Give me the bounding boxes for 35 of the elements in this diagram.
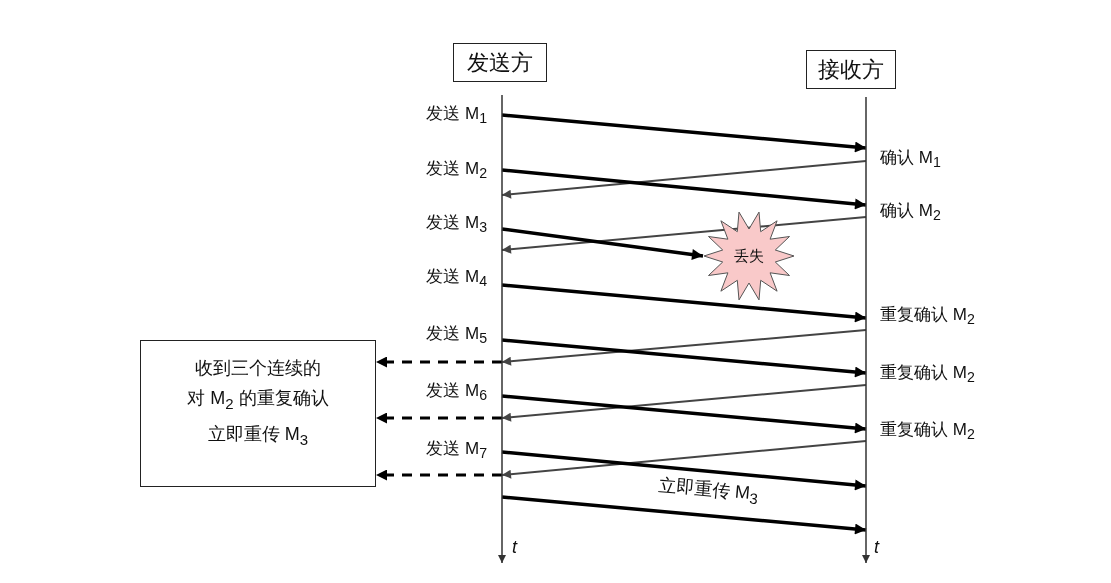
arrow [501,227,704,260]
arrow [501,216,867,254]
starburst: 丢失 [703,210,795,302]
message-label: 发送 M$_{3}$ [426,213,487,238]
arrow [501,384,867,422]
message-label: 立即重传 M$_{3}$ [656,474,760,510]
arrow [501,160,867,199]
message-label: 发送 M$_{1}$ [426,104,487,129]
arrow [501,450,867,491]
axis-label: t [874,537,879,557]
message-label: 重复确认 M$_{2}$ [880,363,975,388]
message-label: 重复确认 M$_{2}$ [880,305,975,330]
note-box: 收到三个连续的对 M$_{2}$ 的重复确认立即重传 M$_{3}$ [140,340,376,487]
dashed-arrow [376,469,502,481]
message-label: 发送 M$_{4}$ [426,267,487,292]
message-label: 确认 M$_{2}$ [880,201,941,226]
arrow [501,168,867,210]
axis-label: t [512,537,517,557]
arrow [501,440,867,479]
message-label: 确认 M$_{1}$ [880,148,941,173]
message-label: 发送 M$_{7}$ [426,439,487,464]
message-label: 发送 M$_{5}$ [426,324,487,349]
participant-box: 发送方 [453,43,547,82]
dashed-arrow [376,412,502,424]
arrow [501,338,867,378]
message-label: 发送 M$_{2}$ [426,159,487,184]
arrow [501,495,867,535]
message-label: 重复确认 M$_{2}$ [880,420,975,445]
arrow [501,283,867,323]
message-label: 发送 M$_{6}$ [426,381,487,406]
dashed-arrow [376,356,502,368]
arrow [501,113,867,153]
participant-box: 接收方 [806,50,896,89]
arrow [501,394,867,434]
arrow [501,329,867,366]
